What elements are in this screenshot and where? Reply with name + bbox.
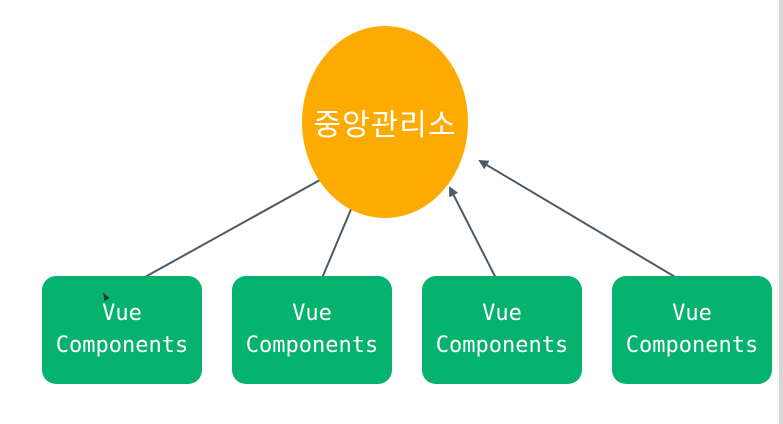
window-edge xyxy=(779,0,783,424)
arrow-hub-to-component-1 xyxy=(125,169,340,288)
central-store-label: 중앙관리소 xyxy=(313,108,457,143)
arrow-hub-to-component-4 xyxy=(478,159,694,289)
arrow-hub-to-component-3 xyxy=(449,186,503,292)
vue-component-label: Vue Components xyxy=(245,301,379,358)
vue-component-node-3: Vue Components xyxy=(422,276,582,384)
vue-component-node-2: Vue Components xyxy=(232,276,392,384)
vue-component-node-4: Vue Components xyxy=(612,276,772,384)
vue-component-label: Vue Components xyxy=(435,301,569,358)
vue-component-label: Vue Components xyxy=(55,301,189,358)
vue-component-label: Vue Components xyxy=(625,301,759,358)
central-store-node: 중앙관리소 xyxy=(302,26,468,218)
vue-component-node-1: Vue Components xyxy=(42,276,202,384)
